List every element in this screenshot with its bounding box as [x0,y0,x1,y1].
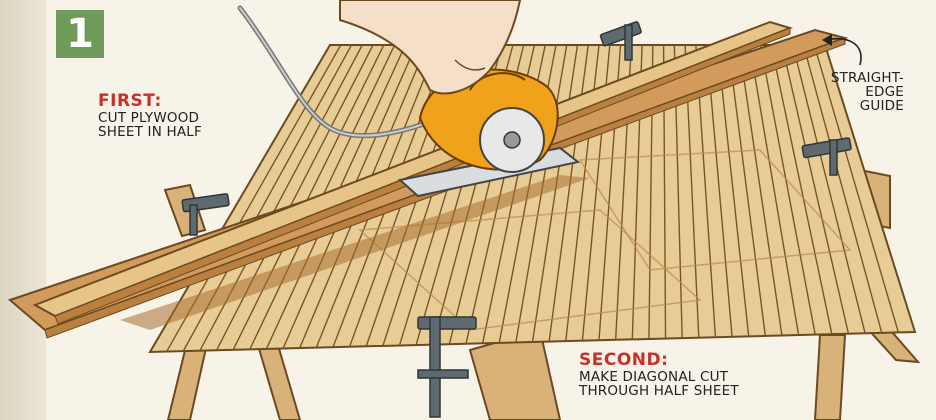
callout-second: SECOND: MAKE DIAGONAL CUT THROUGH HALF S… [579,352,739,398]
callout-guide-line: GUIDE [790,99,904,113]
callout-guide-line: STRAIGHT- [790,71,904,85]
callout-guide: STRAIGHT- EDGE GUIDE [790,71,904,114]
callout-first: FIRST: CUT PLYWOOD SHEET IN HALF [98,93,202,139]
callout-first-line: SHEET IN HALF [98,125,202,139]
callout-second-heading: SECOND: [579,352,739,370]
callout-first-line: CUT PLYWOOD [98,111,202,125]
callout-second-line: THROUGH HALF SHEET [579,384,739,398]
callout-guide-line: EDGE [790,85,904,99]
step-number-badge: 1 [56,10,104,58]
callout-first-heading: FIRST: [98,93,202,111]
callout-second-line: MAKE DIAGONAL CUT [579,370,739,384]
